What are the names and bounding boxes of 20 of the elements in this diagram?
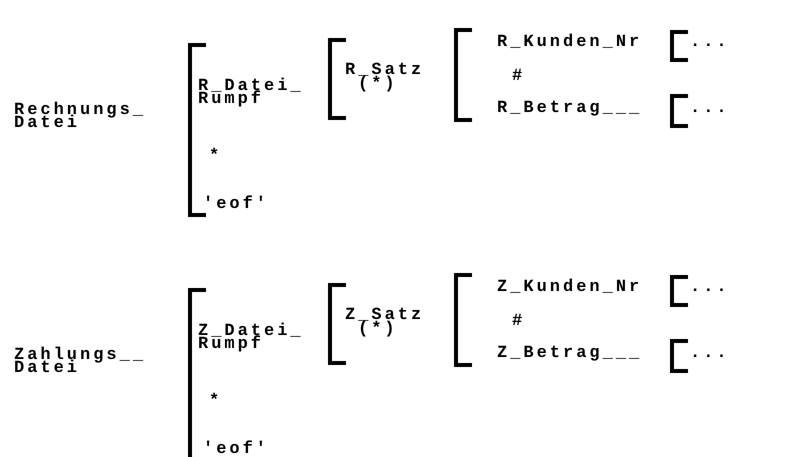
repetition-mark: (*) [358,323,398,336]
file-name: Zahlungs__ Datei [14,349,146,375]
ellipsis: ... [690,36,730,49]
ellipsis: ... [690,347,730,360]
field-name: Z_Kunden_Nr [497,281,642,294]
exclusive-or-mark: # [512,315,526,328]
field-name: R_Betrag___ [497,102,642,115]
repetition-mark: (*) [358,78,398,91]
field-name: Z_Betrag___ [497,347,642,360]
field-name: R_Kunden_Nr [497,36,642,49]
exclusive-or-mark: # [512,70,526,83]
file-name: Rechnungs_ Datei [14,104,146,130]
ellipsis: ... [690,102,730,115]
record-name: Z_Satz [345,309,424,322]
component-name: R_Datei_ Rumpf [198,80,304,106]
repetition-mark: * [209,150,222,163]
ellipsis: ... [690,281,730,294]
repetition-mark: * [209,395,222,408]
component-name: Z_Datei_ Rumpf [198,325,304,351]
record-name: R_Satz [345,64,424,77]
